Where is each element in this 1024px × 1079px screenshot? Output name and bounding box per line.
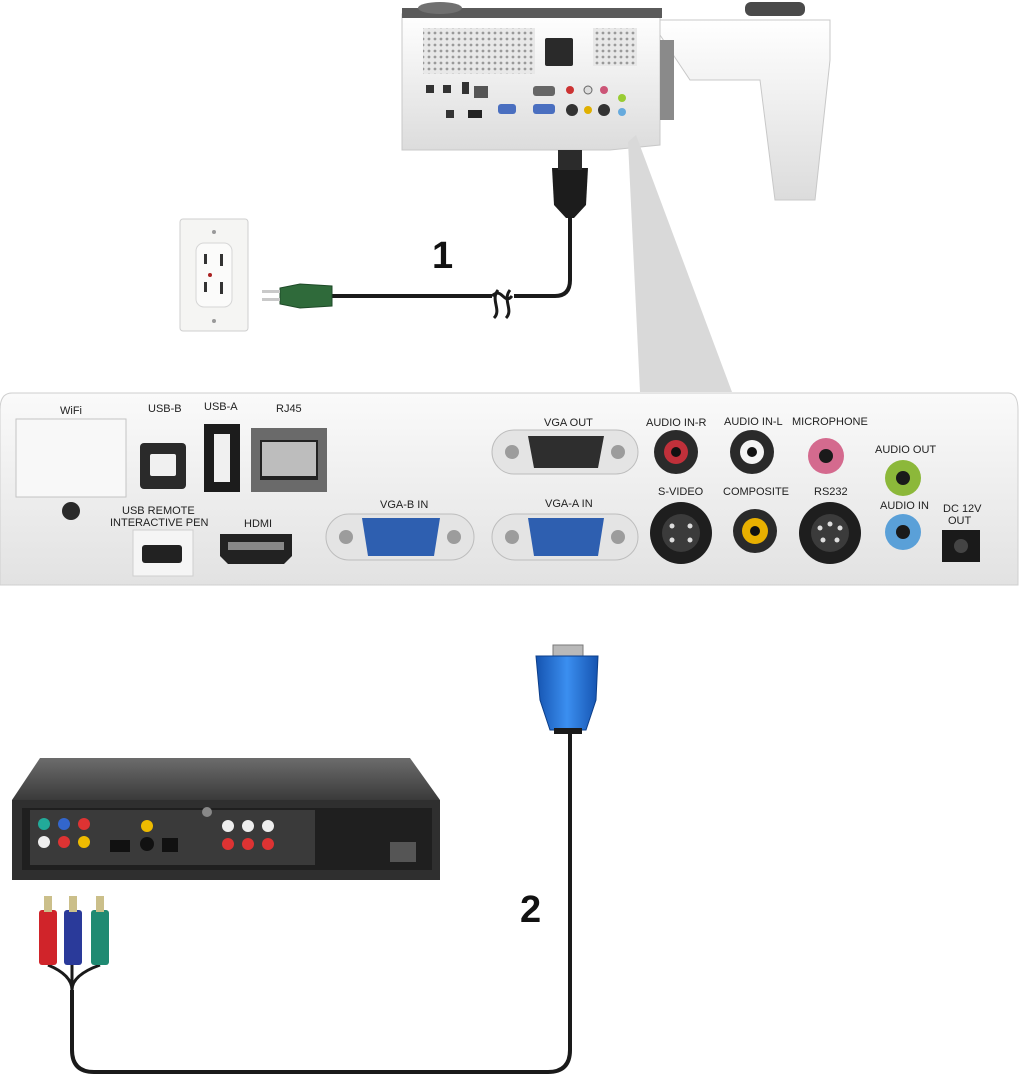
vent-left xyxy=(423,28,535,74)
vga-component-cable xyxy=(39,644,599,1074)
wifi-screw xyxy=(62,502,80,520)
label-composite: COMPOSITE xyxy=(723,486,789,498)
label-s-video: S-VIDEO xyxy=(658,486,704,498)
label-dc-out: OUT xyxy=(948,515,972,527)
label-usb-remote: USB REMOTE xyxy=(122,505,195,517)
source-device xyxy=(12,758,440,880)
label-audio-in: AUDIO IN xyxy=(880,500,929,512)
label-vga-b-in: VGA-B IN xyxy=(380,499,428,511)
projector-back-panel: WiFi USB-B USB-A RJ45 VGA OUT AUDIO IN-R… xyxy=(0,392,1019,586)
label-rj45: RJ45 xyxy=(276,403,302,415)
power-cable xyxy=(262,150,588,320)
label-microphone: MICROPHONE xyxy=(792,416,868,428)
label-audio-out: AUDIO OUT xyxy=(875,444,936,456)
projector xyxy=(401,2,831,201)
vent-right xyxy=(593,28,637,66)
projector-power-socket xyxy=(545,38,573,66)
label-vga-a-in: VGA-A IN xyxy=(545,498,593,510)
label-vga-out: VGA OUT xyxy=(544,417,593,429)
wall-outlet xyxy=(179,218,249,332)
label-usb-a: USB-A xyxy=(204,401,238,413)
label-audio-in-r: AUDIO IN-R xyxy=(646,417,707,429)
callout-2: 2 xyxy=(520,889,541,931)
label-interactive-pen: INTERACTIVE PEN xyxy=(110,517,208,529)
label-audio-in-l: AUDIO IN-L xyxy=(724,416,783,428)
label-rs232: RS232 xyxy=(814,486,848,498)
callout-1: 1 xyxy=(432,235,453,277)
wifi-module xyxy=(15,418,127,498)
zoom-callout-beam xyxy=(628,135,732,392)
label-dc-12v: DC 12V xyxy=(943,503,982,515)
label-usb-b: USB-B xyxy=(148,403,182,415)
label-hdmi: HDMI xyxy=(244,518,272,530)
label-wifi: WiFi xyxy=(60,405,82,417)
